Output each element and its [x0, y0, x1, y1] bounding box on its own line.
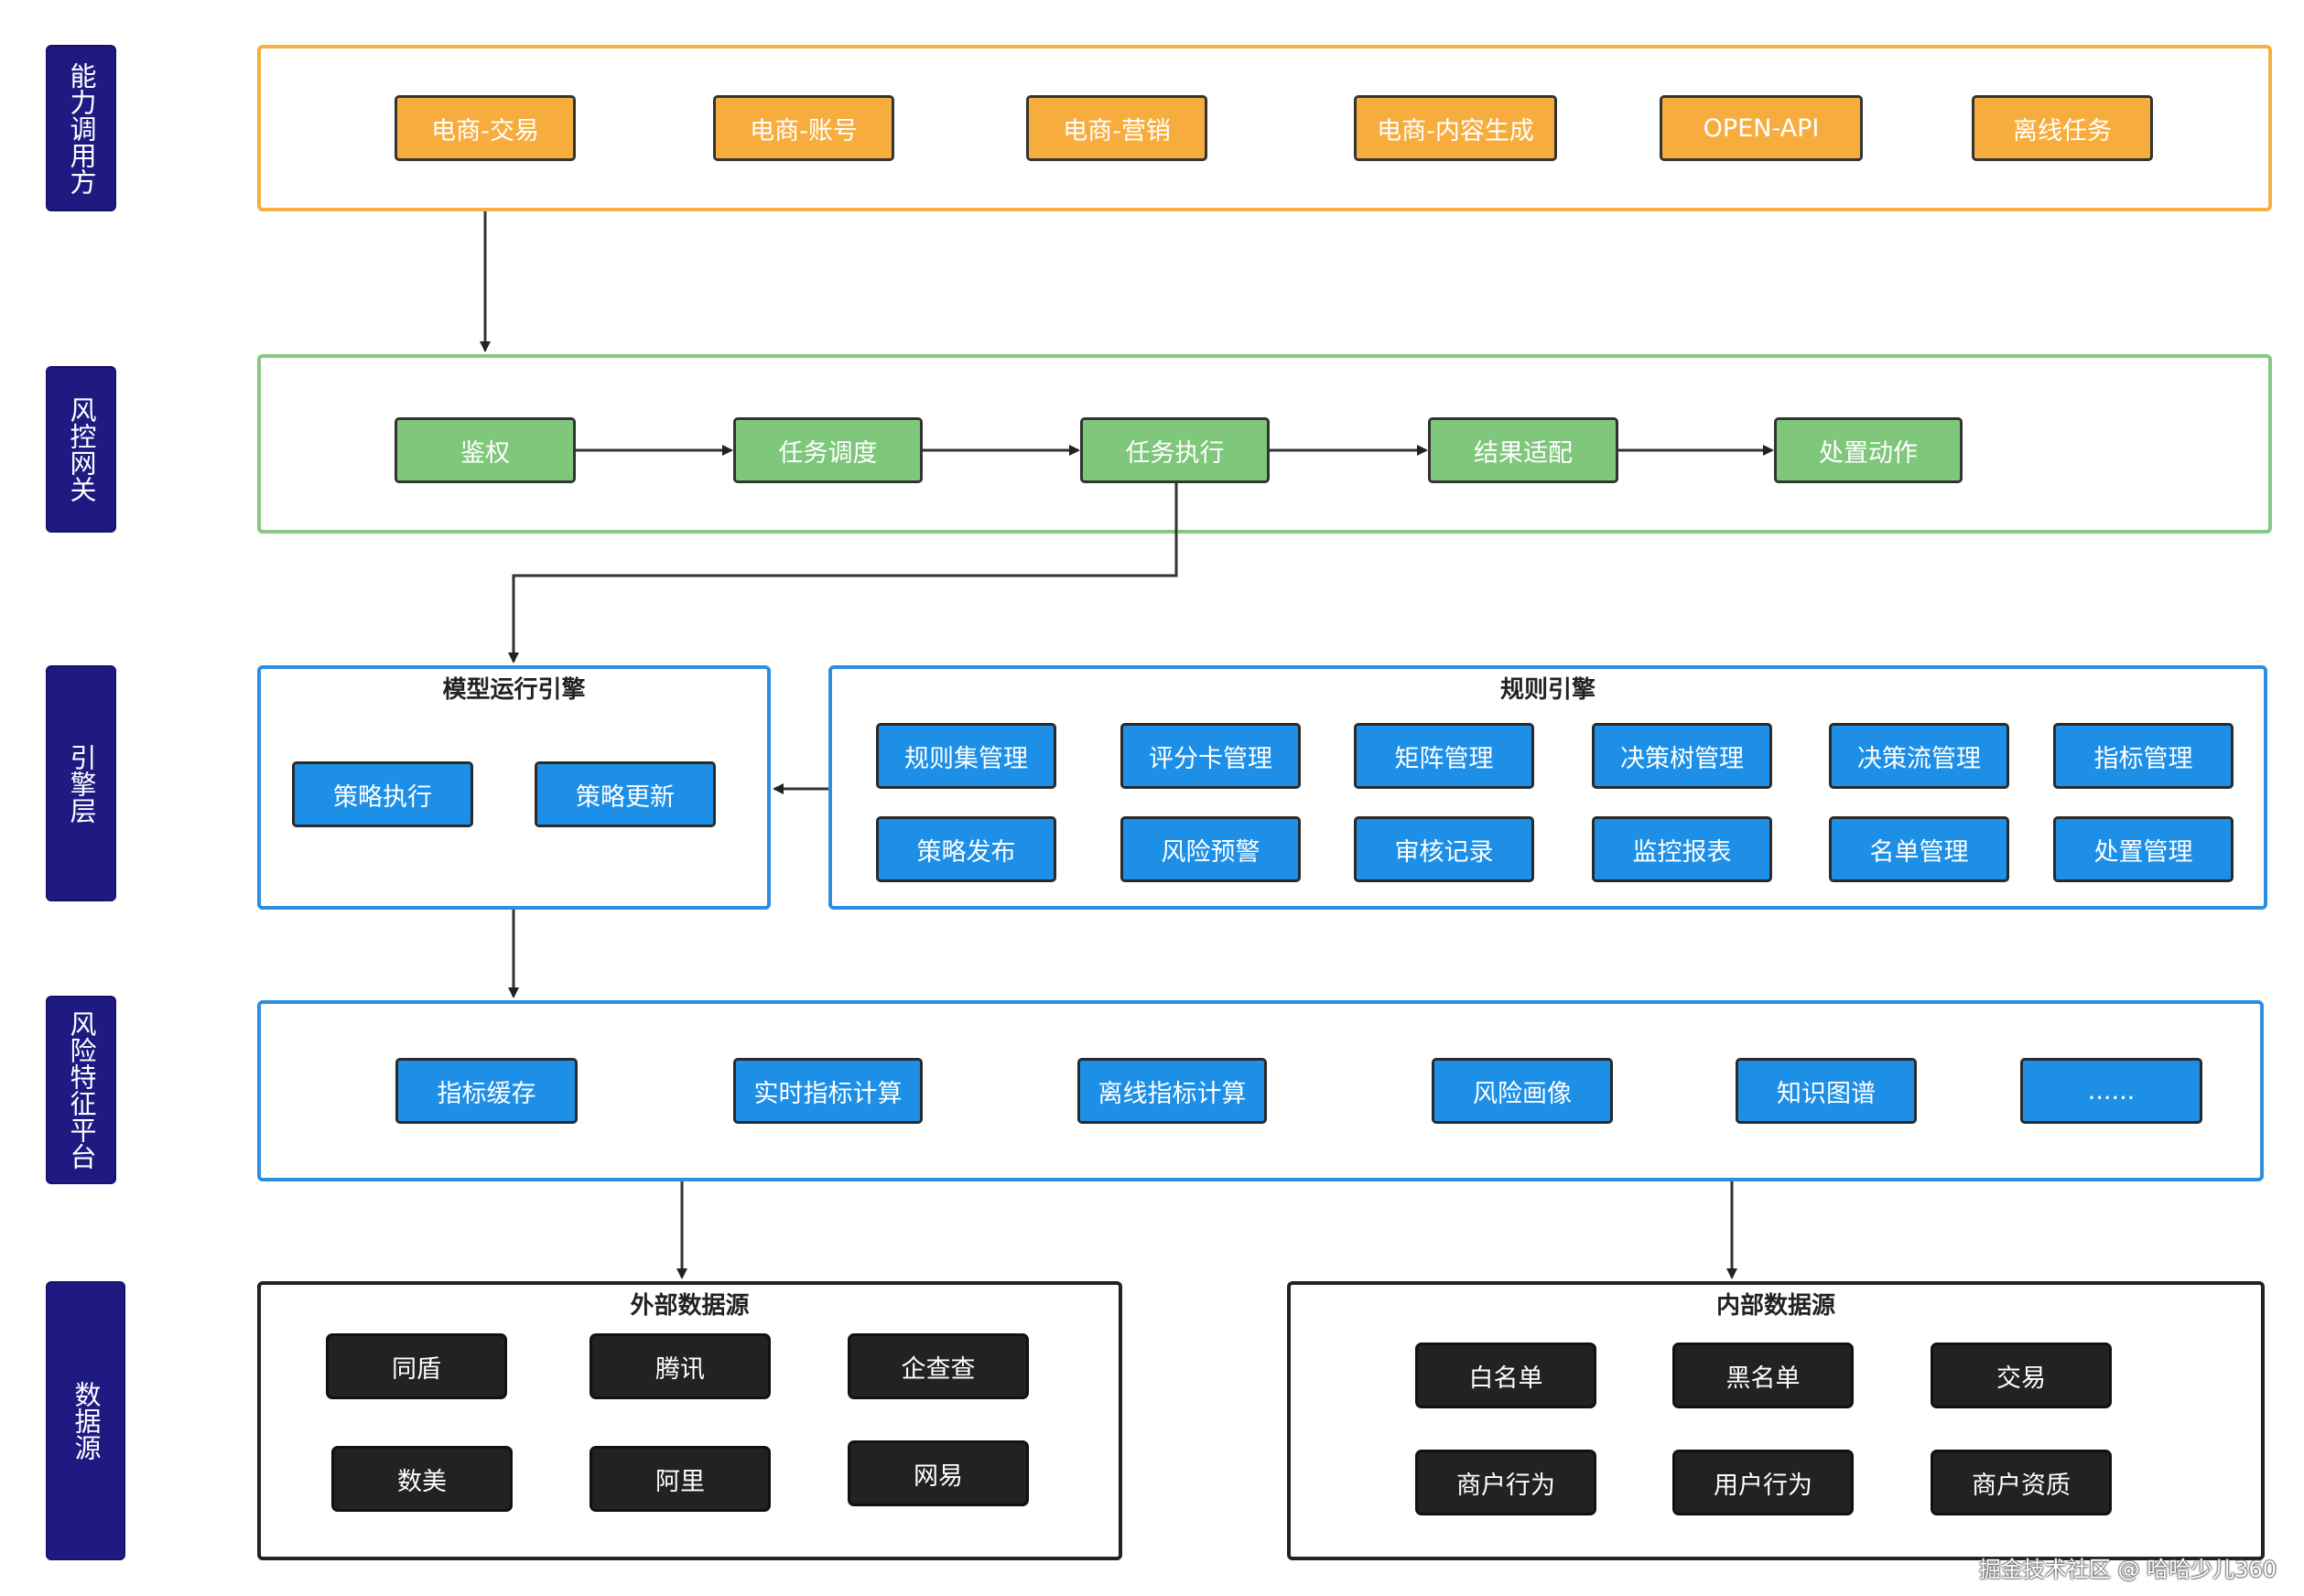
rule-node-audit-record[interactable]: 审核记录: [1354, 816, 1534, 882]
internal-source-title: 内部数据源: [1715, 1292, 1835, 1320]
external-source-title: 外部数据源: [630, 1292, 750, 1320]
caller-node-trade[interactable]: 电商-交易: [395, 95, 576, 161]
arrow-execute-to-model-engine: [508, 483, 1178, 663]
gateway-node-adapt[interactable]: 结果适配: [1428, 417, 1618, 483]
feature-node-more[interactable]: ......: [2020, 1058, 2202, 1124]
rule-node-matrix[interactable]: 矩阵管理: [1354, 723, 1534, 789]
external-node-tencent[interactable]: 腾讯: [590, 1333, 771, 1399]
internal-node-user-behavior[interactable]: 用户行为: [1672, 1450, 1854, 1515]
caller-node-offline-task[interactable]: 离线任务: [1972, 95, 2153, 161]
internal-node-whitelist[interactable]: 白名单: [1415, 1343, 1596, 1408]
model-node-strategy-exec[interactable]: 策略执行: [292, 761, 473, 827]
caller-frame: [257, 45, 2272, 211]
feature-node-risk-profile[interactable]: 风险画像: [1432, 1058, 1613, 1124]
feature-node-cache[interactable]: 指标缓存: [395, 1058, 578, 1124]
layer-label-gateway: 风控网关: [46, 366, 116, 533]
external-node-tongdun[interactable]: 同盾: [326, 1333, 507, 1399]
feature-node-realtime[interactable]: 实时指标计算: [733, 1058, 923, 1124]
caller-node-marketing[interactable]: 电商-营销: [1026, 95, 1207, 161]
caller-node-content[interactable]: 电商-内容生成: [1354, 95, 1557, 161]
gateway-node-execute[interactable]: 任务执行: [1080, 417, 1270, 483]
gateway-node-action[interactable]: 处置动作: [1774, 417, 1963, 483]
gateway-node-auth[interactable]: 鉴权: [395, 417, 576, 483]
rule-node-strategy-publish[interactable]: 策略发布: [876, 816, 1056, 882]
watermark: 掘金技术社区 @ 哈哈少儿360: [1978, 1557, 2277, 1582]
layer-label-feature: 风险特征平台: [46, 996, 116, 1184]
internal-node-blacklist[interactable]: 黑名单: [1672, 1343, 1854, 1408]
rule-node-risk-alert[interactable]: 风险预警: [1120, 816, 1301, 882]
layer-label-datasource: 数据源: [46, 1281, 125, 1560]
gateway-node-schedule[interactable]: 任务调度: [733, 417, 923, 483]
rule-node-indicator[interactable]: 指标管理: [2053, 723, 2234, 789]
internal-node-trade[interactable]: 交易: [1931, 1343, 2112, 1408]
rule-node-monitor-report[interactable]: 监控报表: [1592, 816, 1772, 882]
layer-label-caller: 能力调用方: [46, 45, 116, 211]
caller-node-open-api[interactable]: OPEN-API: [1660, 95, 1863, 161]
feature-node-knowledge-graph[interactable]: 知识图谱: [1736, 1058, 1917, 1124]
rule-engine-frame: 规则引擎: [828, 665, 2267, 910]
model-node-strategy-update[interactable]: 策略更新: [535, 761, 716, 827]
caller-node-account[interactable]: 电商-账号: [713, 95, 894, 161]
layer-label-engine: 引擎层: [46, 665, 116, 901]
external-node-netease[interactable]: 网易: [848, 1440, 1029, 1506]
rule-node-decision-tree[interactable]: 决策树管理: [1592, 723, 1772, 789]
rule-node-decision-flow[interactable]: 决策流管理: [1829, 723, 2009, 789]
external-node-shumei[interactable]: 数美: [331, 1446, 513, 1512]
rule-engine-title: 规则引擎: [1499, 676, 1595, 704]
external-node-qichacha[interactable]: 企查查: [848, 1333, 1029, 1399]
internal-node-merchant-qualification[interactable]: 商户资质: [1931, 1450, 2112, 1515]
feature-node-offline[interactable]: 离线指标计算: [1077, 1058, 1267, 1124]
internal-node-merchant-behavior[interactable]: 商户行为: [1415, 1450, 1596, 1515]
rule-node-ruleset[interactable]: 规则集管理: [876, 723, 1056, 789]
external-source-frame: 外部数据源: [257, 1281, 1122, 1560]
rule-node-scorecard[interactable]: 评分卡管理: [1120, 723, 1301, 789]
external-node-ali[interactable]: 阿里: [590, 1446, 771, 1512]
rule-node-disposal-mgmt[interactable]: 处置管理: [2053, 816, 2234, 882]
model-engine-title: 模型运行引擎: [442, 676, 586, 704]
rule-node-list-mgmt[interactable]: 名单管理: [1829, 816, 2009, 882]
